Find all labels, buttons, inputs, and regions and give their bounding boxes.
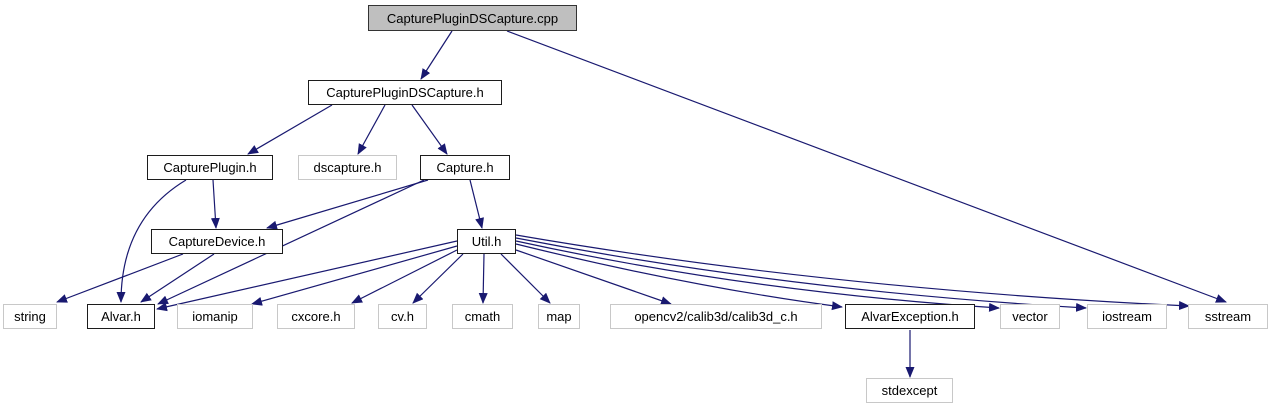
node-dscapture-h: dscapture.h [298, 155, 397, 180]
node-vector: vector [1000, 304, 1060, 329]
edge-util-cxcore [351, 249, 458, 304]
edge-util-cv [412, 253, 464, 304]
edge-util-cmath [478, 253, 488, 304]
node-sstream: sstream [1188, 304, 1268, 329]
edge-util-alvar [156, 240, 458, 312]
node-cxcore-h: cxcore.h [277, 304, 355, 329]
node-capturedevice-h[interactable]: CaptureDevice.h [151, 229, 283, 254]
edge-util-alvarexception [515, 243, 843, 311]
node-iostream: iostream [1087, 304, 1167, 329]
edge-util-sstream [515, 234, 1190, 311]
node-alvarexception-h[interactable]: AlvarException.h [845, 304, 975, 329]
node-capture-h[interactable]: Capture.h [420, 155, 510, 180]
node-cmath: cmath [452, 304, 513, 329]
node-alvar-h[interactable]: Alvar.h [87, 304, 155, 329]
edge-util-map [500, 253, 551, 304]
edge-hdr-dscapture [357, 104, 386, 155]
edge-capturedevice-alvar [140, 253, 215, 303]
node-capturaplugindscapture-cpp: CapturePluginDSCapture.cpp [368, 5, 577, 31]
edge-capture-util [469, 179, 484, 229]
node-capturaplugindscapture-h[interactable]: CapturePluginDSCapture.h [308, 80, 502, 105]
node-captureplugin-h[interactable]: CapturePlugin.h [147, 155, 273, 180]
node-iomanip: iomanip [177, 304, 253, 329]
edge-captureplugin-capturedevice [210, 179, 220, 229]
edge-cpp-hdr [420, 30, 453, 80]
edge-util-iostream [515, 237, 1087, 312]
node-util-h[interactable]: Util.h [457, 229, 516, 254]
edge-cpp-sstream [506, 30, 1227, 303]
node-cv-h: cv.h [378, 304, 427, 329]
edge-hdr-captureplugin [247, 104, 333, 155]
edge-util-calib3d [515, 249, 672, 305]
edge-capture-capturedevice [266, 179, 429, 230]
edge-util-iomanip [251, 245, 458, 306]
node-map: map [538, 304, 580, 329]
node-string: string [3, 304, 57, 329]
node-opencv2-calib3d: opencv2/calib3d/calib3d_c.h [610, 304, 822, 329]
edge-util-vector [515, 240, 1000, 312]
node-stdexcept: stdexcept [866, 378, 953, 403]
edge-capturedevice-string [56, 253, 184, 303]
edge-captureplugin-alvar [116, 179, 187, 303]
edge-hdr-capture [411, 104, 448, 155]
edge-capture-alvar [157, 179, 425, 305]
